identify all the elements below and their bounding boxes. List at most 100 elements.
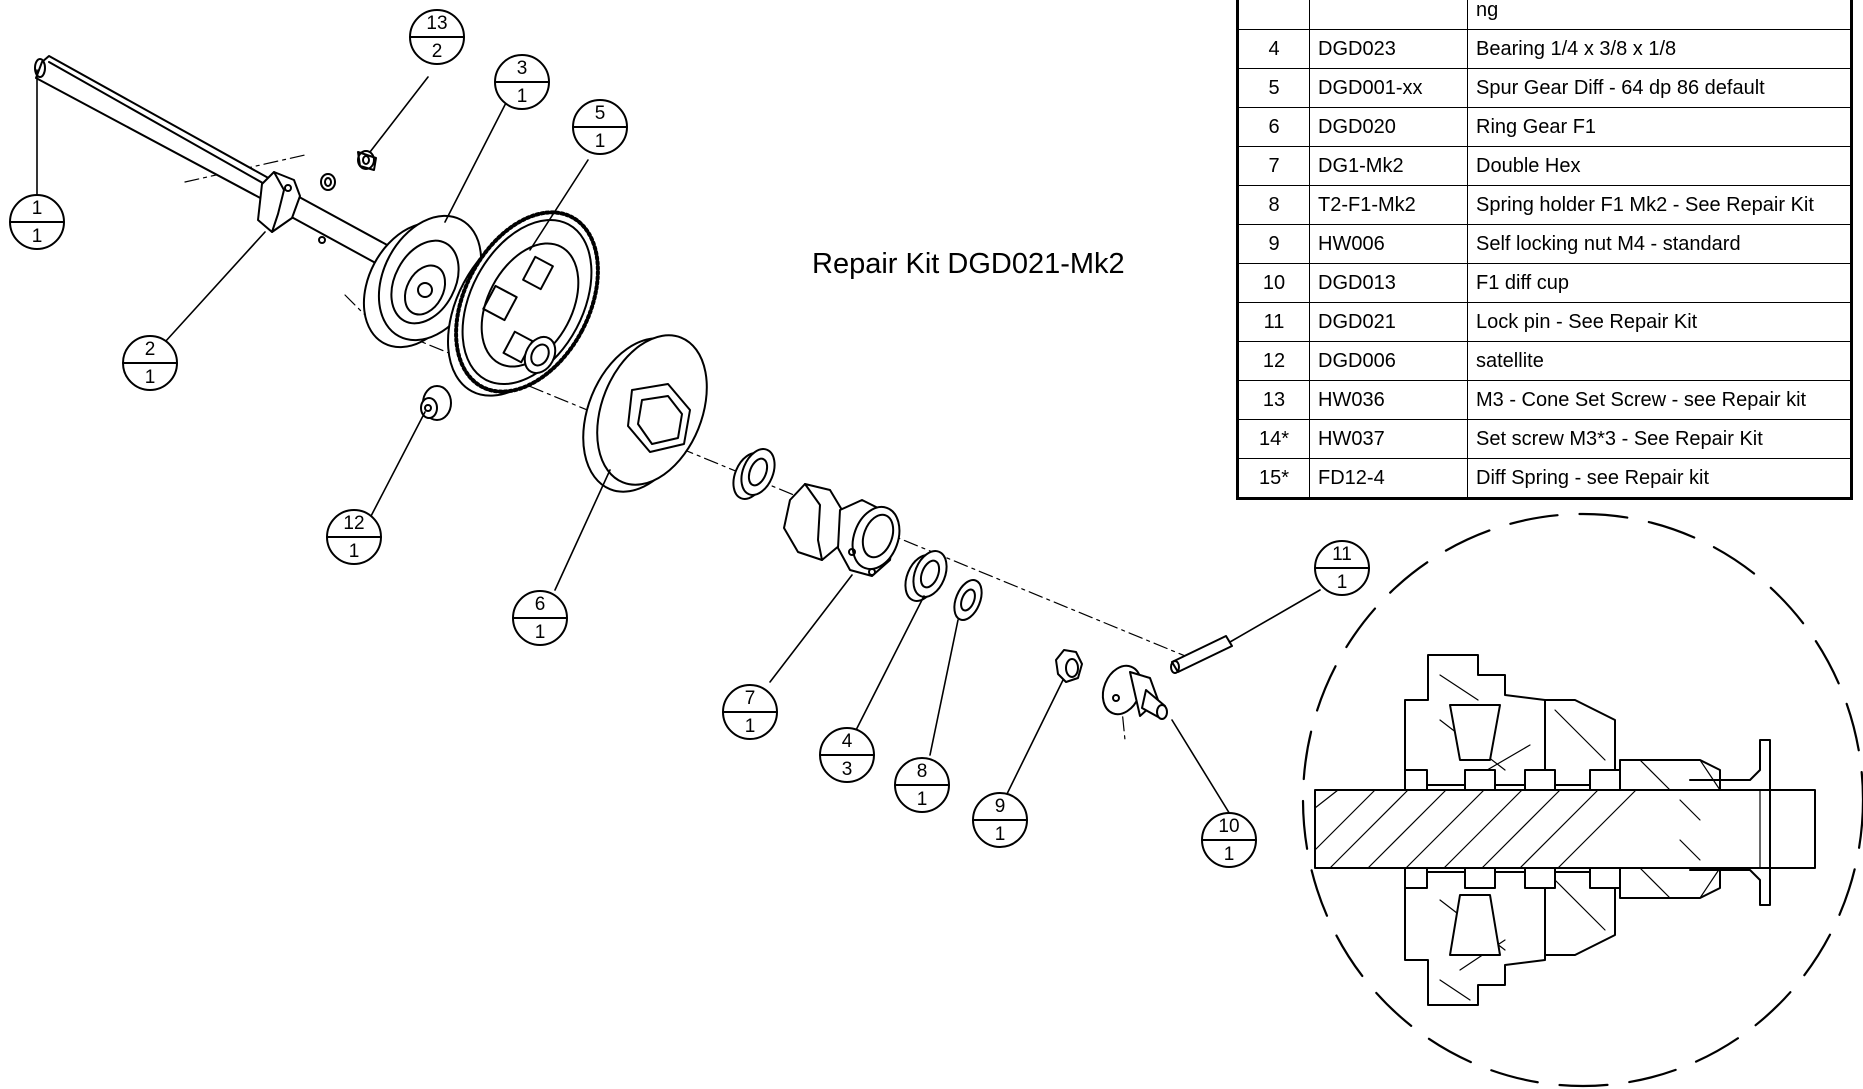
bearing-part [904, 550, 948, 602]
svg-text:1: 1 [145, 367, 156, 388]
svg-text:9: 9 [995, 796, 1006, 817]
svg-text:6: 6 [535, 594, 546, 615]
double-hex-part [783, 483, 901, 577]
part-number-cell: DGD020 [1309, 107, 1468, 147]
description-cell: Lock pin - See Repair Kit [1467, 302, 1852, 342]
svg-text:1: 1 [32, 226, 43, 247]
balloon-9: 9 1 [972, 792, 1028, 848]
balloon-4a: 4 3 [819, 727, 875, 783]
table-row: 12 DGD006 satellite [1237, 341, 1852, 381]
diff-cup-part [1101, 664, 1168, 720]
svg-text:12: 12 [343, 513, 364, 534]
balloon-leaders [36, 69, 1321, 825]
part-number-cell: DGD013 [1309, 263, 1468, 303]
svg-text:3: 3 [517, 58, 528, 79]
item-cell: 12 [1237, 341, 1310, 381]
bill-of-materials-table: ng 4 DGD023 Bearing 1/4 x 3/8 x 1/8 5 DG… [1236, 0, 1853, 500]
item-cell: 7 [1237, 146, 1310, 186]
description-cell: Diff Spring - see Repair kit [1467, 458, 1852, 499]
table-row: 5 DGD001-xx Spur Gear Diff - 64 dp 86 de… [1237, 68, 1852, 108]
svg-text:1: 1 [595, 131, 606, 152]
part-number-cell: HW006 [1309, 224, 1468, 264]
svg-text:7: 7 [745, 688, 756, 709]
item-cell: 4 [1237, 29, 1310, 69]
description-cell: Set screw M3*3 - See Repair Kit [1467, 419, 1852, 459]
svg-text:13: 13 [426, 13, 447, 34]
svg-text:1: 1 [995, 824, 1006, 845]
description-cell: Spring holder F1 Mk2 - See Repair Kit [1467, 185, 1852, 225]
item-cell: 8 [1237, 185, 1310, 225]
svg-text:1: 1 [535, 622, 546, 643]
description-cell: satellite [1467, 341, 1852, 381]
table-row: 8 T2-F1-Mk2 Spring holder F1 Mk2 - See R… [1237, 185, 1852, 225]
part-number-cell: DGD021 [1309, 302, 1468, 342]
balloon-11: 11 1 [1314, 540, 1370, 596]
svg-text:1: 1 [745, 716, 756, 737]
spring-holder-part [953, 579, 983, 621]
item-cell: 13 [1237, 380, 1310, 420]
table-row: 13 HW036 M3 - Cone Set Screw - see Repai… [1237, 380, 1852, 420]
item-cell: 9 [1237, 224, 1310, 264]
svg-text:3: 3 [842, 759, 853, 780]
shaft-part [34, 55, 401, 273]
description-cell: Ring Gear F1 [1467, 107, 1852, 147]
table-row: 15* FD12-4 Diff Spring - see Repair kit [1237, 458, 1852, 499]
item-cell: 5 [1237, 68, 1310, 108]
part-number-cell: T2-F1-Mk2 [1309, 185, 1468, 225]
description-cell: Self locking nut M4 - standard [1467, 224, 1852, 264]
item-cell: 6 [1237, 107, 1310, 147]
balloon-7: 7 1 [722, 684, 778, 740]
set-screw-part [320, 150, 377, 191]
svg-text:8: 8 [917, 761, 928, 782]
ring-gear-part [582, 334, 708, 493]
svg-text:1: 1 [1337, 572, 1348, 593]
table-row: 14* HW037 Set screw M3*3 - See Repair Ki… [1237, 419, 1852, 459]
svg-text:1: 1 [517, 86, 528, 107]
table-row: ng [1237, 0, 1852, 30]
lock-pin-part [1170, 635, 1233, 674]
table-row: 4 DGD023 Bearing 1/4 x 3/8 x 1/8 [1237, 29, 1852, 69]
svg-text:5: 5 [595, 103, 606, 124]
table-row: 7 DG1-Mk2 Double Hex [1237, 146, 1852, 186]
section-detail-view [1301, 512, 1863, 1088]
item-cell [1237, 0, 1310, 30]
lock-nut-part [1055, 649, 1083, 683]
table-row: 9 HW006 Self locking nut M4 - standard [1237, 224, 1852, 264]
satellite-part [420, 385, 452, 421]
table-row: 6 DGD020 Ring Gear F1 [1237, 107, 1852, 147]
svg-text:1: 1 [1224, 844, 1235, 865]
balloon-10: 10 1 [1201, 812, 1257, 868]
balloon-3: 3 1 [494, 54, 550, 110]
part-number-cell: DG1-Mk2 [1309, 146, 1468, 186]
svg-text:2: 2 [432, 41, 443, 62]
item-cell: 15* [1237, 458, 1310, 499]
part-number-cell [1309, 0, 1468, 30]
svg-text:1: 1 [32, 198, 43, 219]
bearing-part [732, 448, 776, 500]
diagram-title: Repair Kit DGD021-Mk2 [812, 248, 1125, 280]
svg-text:11: 11 [1332, 544, 1352, 565]
svg-text:1: 1 [349, 541, 360, 562]
description-cell: Spur Gear Diff - 64 dp 86 default [1467, 68, 1852, 108]
svg-text:1: 1 [917, 789, 928, 810]
table-row: 10 DGD013 F1 diff cup [1237, 263, 1852, 303]
spur-gear-part [447, 210, 600, 397]
description-cell: ng [1467, 0, 1852, 30]
balloon-12: 12 1 [326, 509, 382, 565]
table-row: 11 DGD021 Lock pin - See Repair Kit [1237, 302, 1852, 342]
balloon-5: 5 1 [572, 99, 628, 155]
balloon-6: 6 1 [512, 590, 568, 646]
part-number-cell: HW037 [1309, 419, 1468, 459]
balloon-13: 13 2 [409, 9, 465, 65]
part-number-cell: HW036 [1309, 380, 1468, 420]
part-number-cell: FD12-4 [1309, 458, 1468, 499]
part-number-cell: DGD006 [1309, 341, 1468, 381]
item-cell: 10 [1237, 263, 1310, 303]
svg-text:4: 4 [842, 731, 853, 752]
balloon-1: 1 1 [9, 194, 65, 250]
item-cell: 14* [1237, 419, 1310, 459]
part-number-cell: DGD001-xx [1309, 68, 1468, 108]
part-number-cell: DGD023 [1309, 29, 1468, 69]
description-cell: M3 - Cone Set Screw - see Repair kit [1467, 380, 1852, 420]
